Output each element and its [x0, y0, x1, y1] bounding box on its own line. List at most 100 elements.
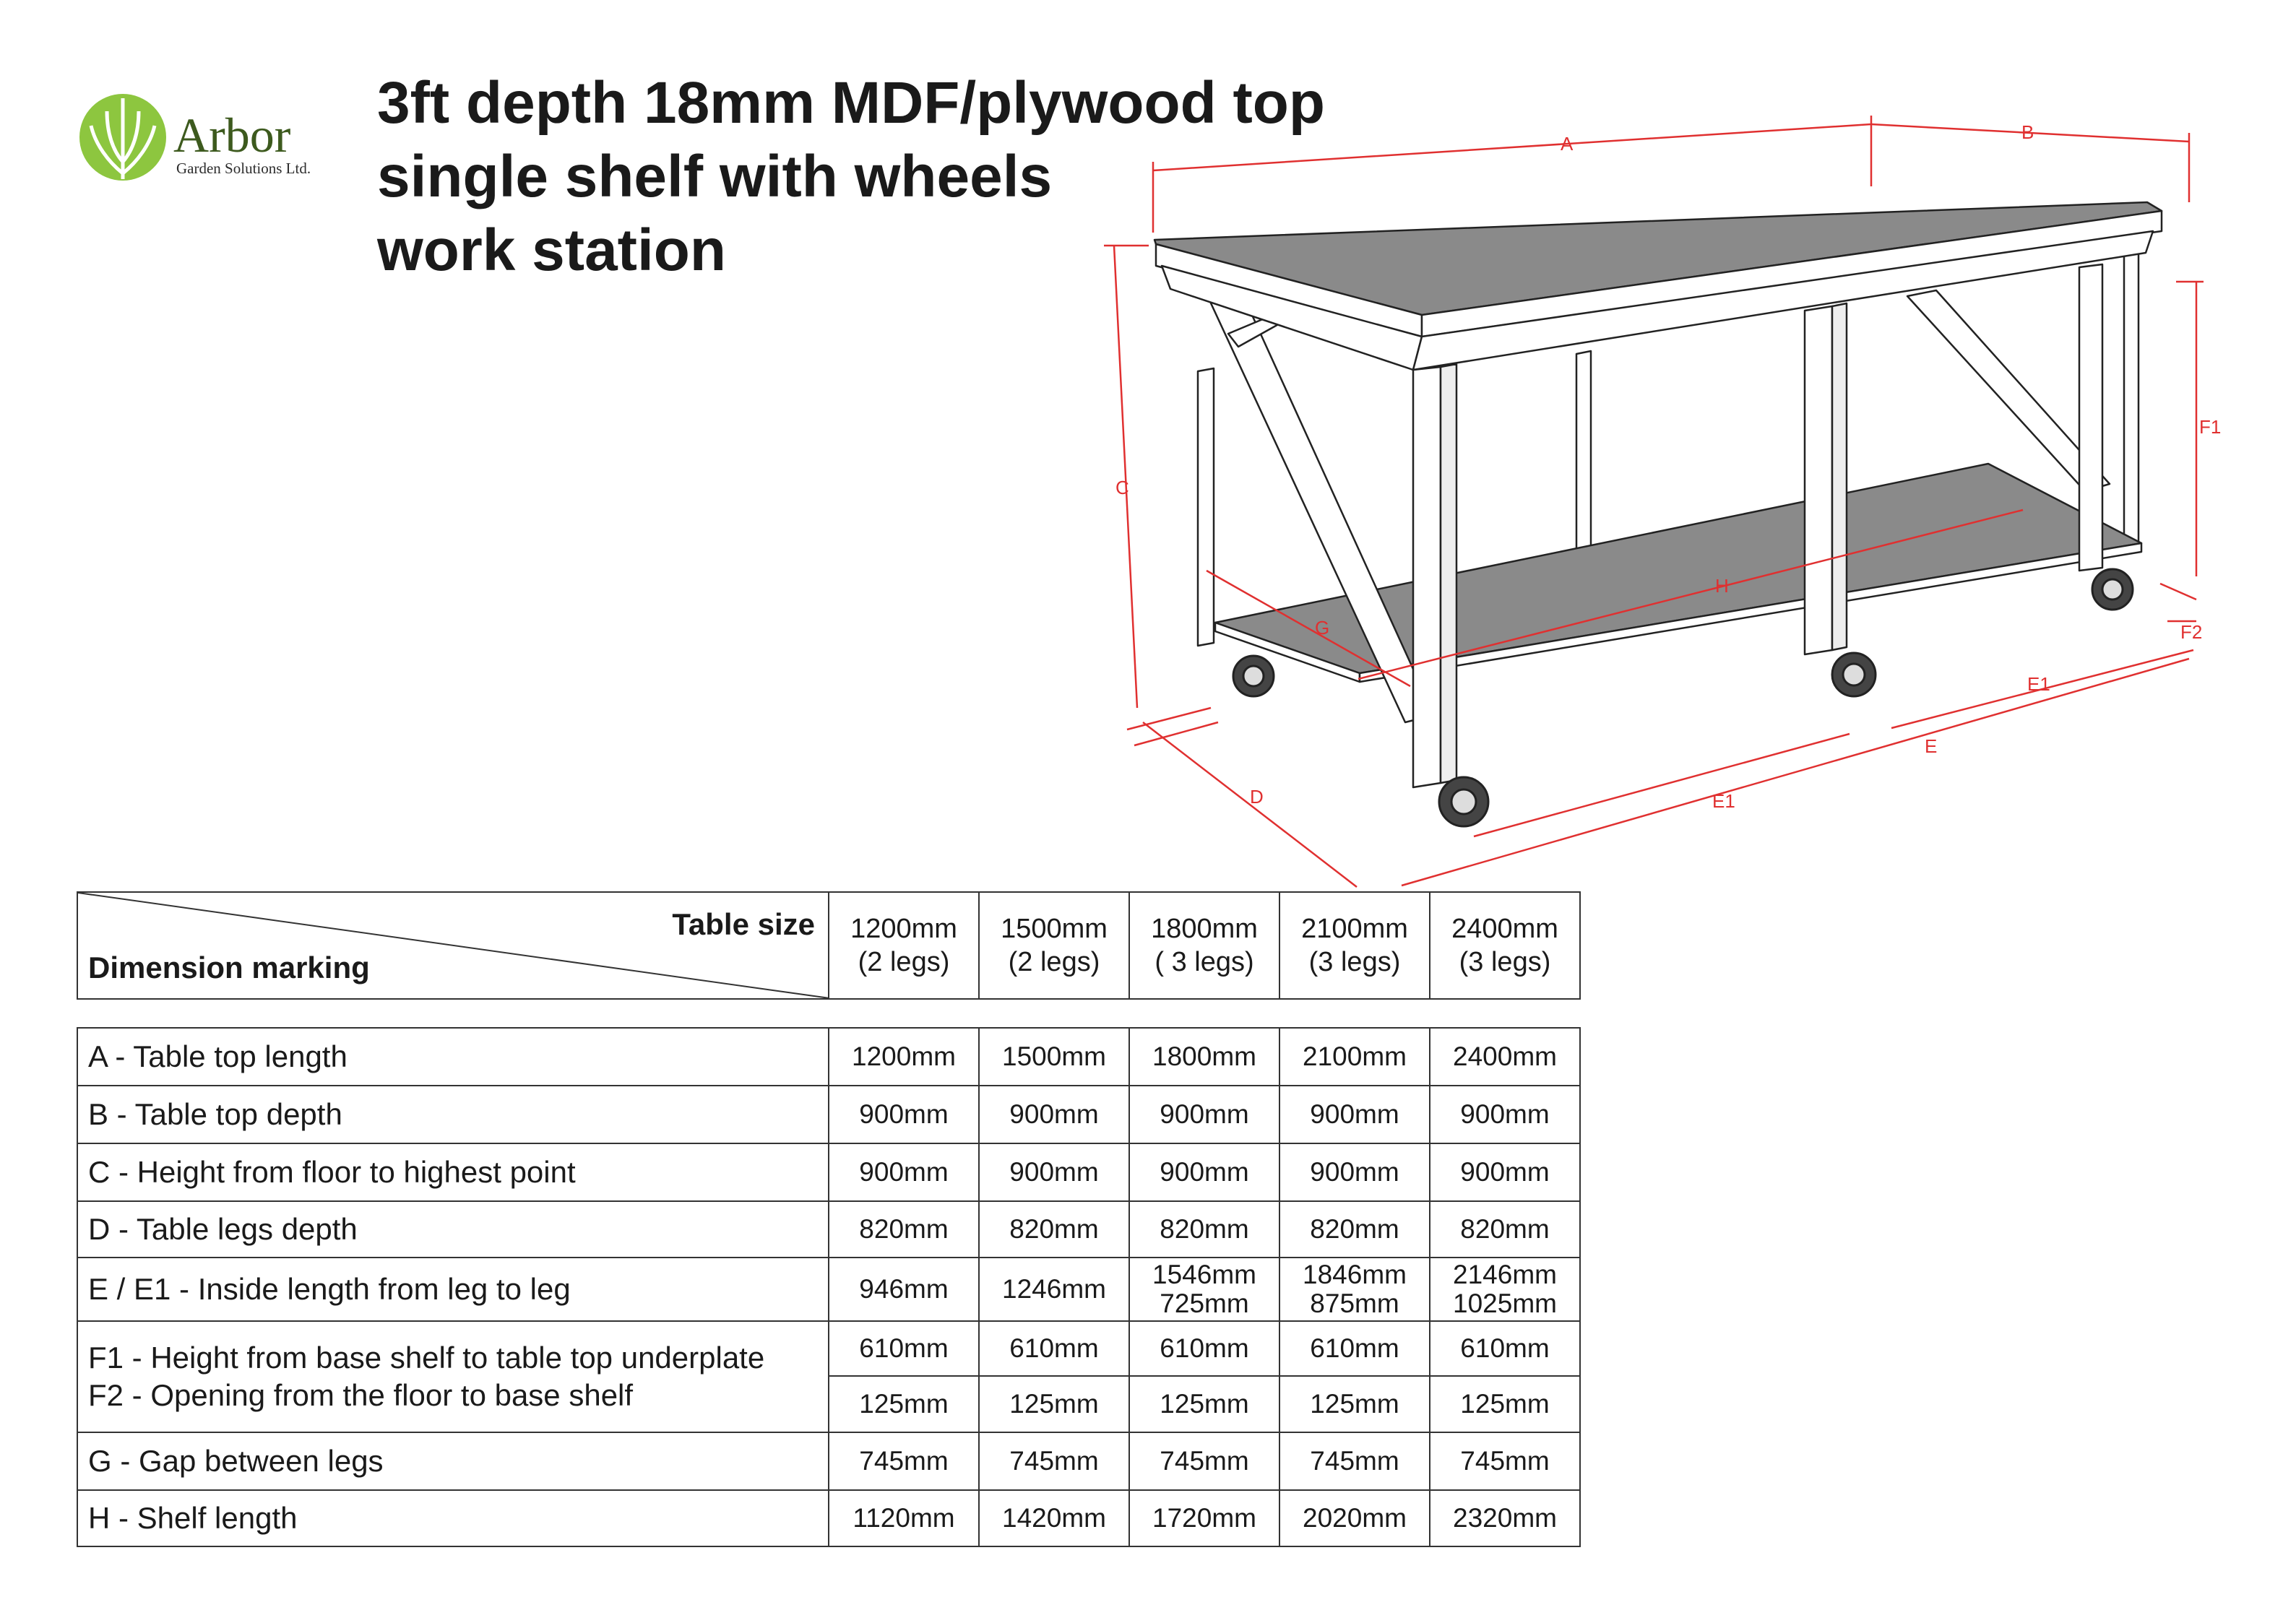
dimension-value: 820mm	[1128, 1200, 1280, 1258]
dimension-value: 900mm	[1279, 1143, 1430, 1202]
title-line-1: 3ft depth 18mm MDF/plywood top	[377, 70, 1325, 136]
front-middle-leg-side	[1831, 302, 1848, 652]
value-line-1: 2146mm	[1453, 1260, 1557, 1289]
size-label: 1500mm	[1001, 914, 1108, 944]
dimension-value: 900mm	[1128, 1143, 1280, 1202]
dimension-value: 610mm	[1128, 1320, 1280, 1377]
back-right-brace	[1906, 289, 2111, 493]
header-corner-cell: Table size Dimension marking	[77, 891, 829, 1000]
dimension-value: 1120mm	[828, 1489, 980, 1547]
wheel-right	[2091, 568, 2134, 611]
dimension-value: 820mm	[828, 1200, 980, 1258]
dimension-label: H - Shelf length	[77, 1489, 829, 1547]
dimension-value: 745mm	[828, 1432, 980, 1491]
legs-label: (2 legs)	[858, 947, 950, 977]
dim-label-g: G	[1315, 617, 1329, 639]
dim-line-e	[1401, 657, 2190, 887]
dimension-value: 2400mm	[1429, 1027, 1581, 1086]
front-corner-leg	[1412, 365, 1442, 789]
logo-tagline: Garden Solutions Ltd.	[176, 160, 311, 177]
title-line-3: work station	[377, 217, 726, 283]
dim-label-e1-right: E1	[2027, 673, 2050, 695]
size-col-1200: 1200mm(2 legs)	[828, 891, 980, 1000]
dim-label-h: H	[1715, 575, 1729, 597]
dimension-value: 900mm	[1429, 1143, 1581, 1202]
dimension-label: A - Table top length	[77, 1027, 829, 1086]
dim-label-c: C	[1115, 477, 1129, 498]
dimension-value: 900mm	[828, 1143, 980, 1202]
dimension-label: C - Height from floor to highest point	[77, 1143, 829, 1202]
front-corner-leg-side	[1439, 363, 1458, 784]
legs-label: (3 legs)	[1459, 947, 1551, 977]
dimension-value: 900mm	[828, 1085, 980, 1144]
size-label: 2100mm	[1301, 914, 1408, 944]
page-title: 3ft depth 18mm MDF/plywood top single sh…	[377, 66, 1325, 287]
dimension-row-f1: F1 - Height from base shelf to table top…	[77, 1320, 1581, 1433]
dimension-value: 820mm	[1279, 1200, 1430, 1258]
dimension-value: 745mm	[1429, 1432, 1581, 1491]
value-line-1: 1546mm	[1152, 1260, 1256, 1289]
value-line-1: 946mm	[859, 1274, 949, 1304]
dim-line-e1	[1891, 649, 2194, 730]
wheel-front-left	[1232, 654, 1275, 698]
dimension-label: G - Gap between legs	[77, 1432, 829, 1491]
dim-line-d	[1126, 706, 1358, 888]
size-col-2100: 2100mm(3 legs)	[1279, 891, 1430, 1000]
size-col-1800: 1800mm( 3 legs)	[1128, 891, 1280, 1000]
dimension-label-f1: F1 - Height from base shelf to table top…	[88, 1341, 765, 1375]
dimension-value: 2320mm	[1429, 1489, 1581, 1547]
side-left-leg	[1196, 367, 1215, 647]
back-right-leg	[2123, 248, 2140, 546]
front-middle-leg	[1803, 305, 1834, 656]
dim-line-h	[1358, 508, 2024, 680]
dimension-value: 745mm	[1128, 1432, 1280, 1491]
dimension-value: 610mm	[1429, 1320, 1581, 1377]
size-col-2400: 2400mm(3 legs)	[1429, 891, 1581, 1000]
diagonal-divider	[78, 893, 829, 998]
right-end-leg	[2078, 263, 2104, 572]
value-line-1: 1246mm	[1002, 1274, 1106, 1304]
dimension-value: 125mm	[978, 1375, 1130, 1433]
dimension-value: 610mm	[1279, 1320, 1430, 1377]
dimension-value: 900mm	[1279, 1085, 1430, 1144]
dim-label-d: D	[1250, 786, 1264, 808]
dimension-value: 1720mm	[1128, 1489, 1280, 1547]
dimension-value: 900mm	[978, 1085, 1130, 1144]
size-col-1500: 1500mm(2 legs)	[978, 891, 1130, 1000]
dim-line-c	[1104, 244, 1149, 709]
dim-label-a: A	[1561, 133, 1574, 155]
dimension-value: 1246mm	[978, 1257, 1130, 1322]
dimension-value: 610mm	[828, 1320, 980, 1377]
dimension-value: 2100mm	[1279, 1027, 1430, 1086]
legs-label: (3 legs)	[1308, 947, 1401, 977]
size-header-row: Table size Dimension marking 1200mm(2 le…	[77, 891, 1581, 1000]
dimension-value: 820mm	[978, 1200, 1130, 1258]
dimension-value: 610mm	[978, 1320, 1130, 1377]
dim-line-b	[1870, 123, 2191, 202]
value-line-2: 725mm	[1160, 1289, 1249, 1318]
dimension-value: 745mm	[978, 1432, 1130, 1491]
value-line-1: 1846mm	[1303, 1260, 1407, 1289]
dim-line-a	[1152, 116, 1873, 233]
dimension-value: 125mm	[1429, 1375, 1581, 1433]
dimension-value: 125mm	[828, 1375, 980, 1433]
arbor-logo: Arbor Garden Solutions Ltd.	[79, 94, 311, 181]
dimension-value: 820mm	[1429, 1200, 1581, 1258]
table-top-edge-front	[1420, 209, 2163, 338]
dimension-value: 1420mm	[978, 1489, 1130, 1547]
value-line-2: 875mm	[1310, 1289, 1399, 1318]
size-label: 1200mm	[850, 914, 957, 944]
dimension-value: 1800mm	[1128, 1027, 1280, 1086]
dimension-value: 900mm	[978, 1143, 1130, 1202]
dimension-value: 2020mm	[1279, 1489, 1430, 1547]
dim-label-e: E	[1925, 735, 1937, 757]
